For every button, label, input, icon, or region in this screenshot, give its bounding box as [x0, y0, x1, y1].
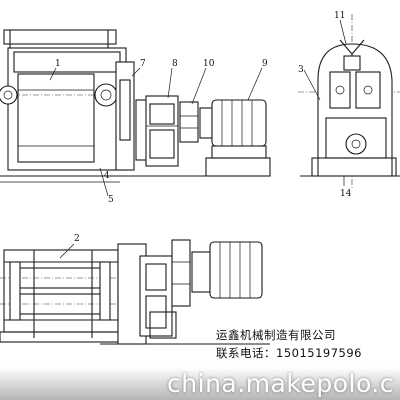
part-label-7: 7	[140, 59, 146, 69]
part-label-4: 4	[104, 171, 110, 181]
company-phone: 联系电话：15015197596	[216, 346, 362, 360]
part-label-10: 10	[203, 59, 215, 69]
company-name: 运鑫机械制造有限公司	[216, 328, 336, 342]
company-info: 运鑫机械制造有限公司 联系电话：15015197596	[216, 326, 362, 362]
plan-view: 2	[0, 234, 270, 345]
part-label-9: 9	[262, 59, 268, 69]
watermark-bar	[0, 367, 400, 400]
watermark-text: china.makepolo.c	[167, 369, 394, 398]
part-label-8: 8	[172, 59, 178, 69]
side-elevation-view: 11 3 14	[298, 11, 400, 199]
part-label-1: 1	[55, 59, 61, 69]
part-label-14: 14	[340, 189, 352, 199]
front-elevation-view: 1 7 8 10 9 4 5	[0, 29, 271, 205]
part-label-11: 11	[334, 11, 345, 21]
part-label-2: 2	[74, 234, 80, 244]
part-label-5: 5	[108, 195, 114, 205]
part-label-3: 3	[298, 65, 304, 75]
